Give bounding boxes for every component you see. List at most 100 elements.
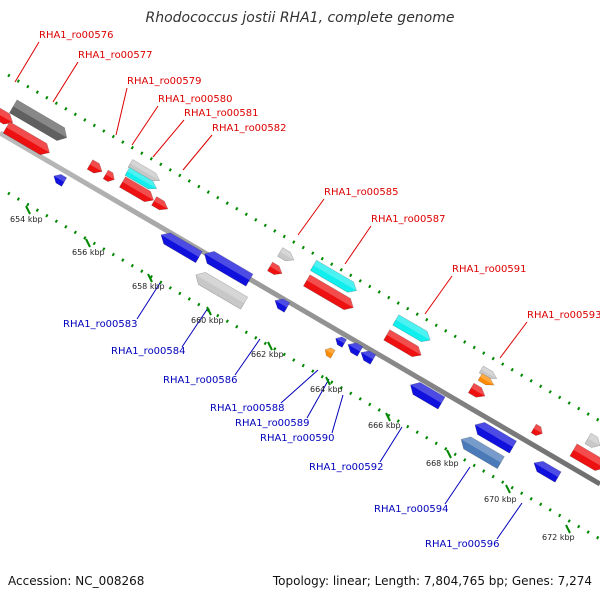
forward-gene-label[interactable]: RHA1_ro00576: [39, 30, 114, 41]
gene-reverse-ro00584b[interactable]: [192, 269, 249, 310]
forward-gene-label[interactable]: RHA1_ro00582: [212, 123, 287, 134]
forward-label-leader: [182, 134, 213, 171]
forward-label-leader: [52, 61, 79, 103]
scale-tick-label: 654 kbp: [10, 215, 43, 224]
gene-reverse-ro00592[interactable]: [407, 379, 446, 410]
gene-forward-orange[interactable]: [477, 373, 496, 389]
scale-tick-label: 670 kbp: [484, 495, 517, 504]
gene-layer: [0, 99, 600, 483]
reverse-gene-label[interactable]: RHA1_ro00592: [309, 462, 384, 473]
reverse-gene-label[interactable]: RHA1_ro00590: [260, 433, 335, 444]
backbone-line: [0, 130, 600, 487]
dotted-guide-lines: [7, 73, 600, 541]
scale-tick-mark: [505, 484, 511, 494]
gene-forward-ro00580[interactable]: [124, 167, 159, 193]
reverse-gene-label[interactable]: RHA1_ro00584: [111, 346, 186, 357]
gene-reverse-ro00583[interactable]: [158, 229, 203, 264]
gene-reverse-ro00584[interactable]: [201, 248, 254, 287]
forward-gene-label[interactable]: RHA1_ro00587: [371, 214, 446, 225]
reverse-label-leader: [280, 369, 319, 404]
accession-text: Accession: NC_008268: [8, 574, 145, 588]
dotted-line-lower: [7, 191, 600, 541]
dotted-line-upper: [7, 73, 600, 423]
scale-tick-label: 662 kbp: [251, 350, 284, 359]
scale-tick-label: 664 kbp: [310, 385, 343, 394]
reverse-label-leader: [234, 338, 261, 376]
scale-tick-mark: [147, 273, 153, 283]
scale-tick-mark: [446, 449, 452, 459]
gene-forward-ro00581[interactable]: [119, 176, 156, 206]
reverse-label-leader: [444, 466, 471, 505]
scale-tick-label: 666 kbp: [368, 421, 401, 430]
gene-labels: RHA1_ro00576RHA1_ro00577RHA1_ro00579RHA1…: [39, 30, 600, 550]
scale-tick-label: 672 kbp: [542, 533, 575, 542]
gene-reverse-a[interactable]: [51, 172, 68, 187]
map-title: Rhodococcus jostii RHA1, complete genome: [145, 10, 455, 26]
forward-label-leader: [14, 41, 40, 83]
gene-reverse-ro00594[interactable]: [471, 419, 517, 454]
gene-forward-ro00585[interactable]: [267, 261, 284, 278]
gene-reverse-ro00590b[interactable]: [358, 348, 377, 365]
label-leaders: [14, 41, 528, 540]
genome-summary-text: Topology: linear; Length: 7,804,765 bp; …: [272, 574, 592, 588]
forward-gene-label[interactable]: RHA1_ro00580: [158, 94, 233, 105]
forward-gene-label[interactable]: RHA1_ro00579: [127, 76, 202, 87]
reverse-gene-label[interactable]: RHA1_ro00588: [210, 403, 285, 414]
reverse-label-leader: [181, 307, 209, 348]
reverse-gene-label[interactable]: RHA1_ro00586: [163, 375, 238, 386]
gene-forward-ro00587[interactable]: [309, 259, 359, 296]
reverse-gene-label[interactable]: RHA1_ro00583: [63, 319, 138, 330]
gene-forward-ro00591[interactable]: [392, 314, 434, 346]
forward-gene-label[interactable]: RHA1_ro00585: [324, 187, 399, 198]
gene-reverse-ro00586[interactable]: [272, 296, 291, 313]
reverse-label-leader: [331, 394, 344, 434]
gene-forward-gray[interactable]: [277, 247, 297, 265]
gene-forward-ro00591b[interactable]: [383, 329, 425, 361]
gene-forward-ro00582[interactable]: [151, 196, 171, 214]
gene-reverse-ro00588[interactable]: [323, 346, 336, 359]
scale-tick-mark: [325, 376, 331, 386]
reverse-label-leader: [379, 426, 403, 463]
gene-forward-e[interactable]: [467, 382, 487, 401]
scale-tick-label: 668 kbp: [426, 459, 459, 468]
forward-label-leader: [499, 321, 528, 359]
scale-tick-mark: [206, 306, 212, 316]
gene-reverse-ro00590[interactable]: [345, 340, 364, 357]
gene-reverse-ro00596[interactable]: [531, 458, 562, 483]
forward-gene-label[interactable]: RHA1_ro00591: [452, 264, 527, 275]
forward-label-leader: [297, 198, 325, 236]
gene-forward-ro00587b[interactable]: [303, 274, 356, 313]
gene-forward-ro00576[interactable]: [9, 99, 70, 144]
forward-label-leader: [424, 275, 453, 315]
gene-forward-1[interactable]: [0, 107, 16, 127]
forward-label-leader: [152, 119, 185, 158]
scale-tick-mark: [565, 524, 571, 534]
reverse-gene-label[interactable]: RHA1_ro00596: [425, 539, 500, 550]
forward-gene-label[interactable]: RHA1_ro00581: [184, 108, 259, 119]
scale-tick-mark: [267, 341, 273, 351]
forward-gene-label[interactable]: RHA1_ro00577: [78, 50, 153, 61]
gene-forward-a[interactable]: [86, 159, 105, 177]
scale-tick-mark: [85, 238, 91, 248]
scale-tick-mark: [385, 412, 391, 422]
reverse-gene-label[interactable]: RHA1_ro00594: [374, 504, 449, 515]
scale-tick-label: 660 kbp: [191, 316, 224, 325]
forward-label-leader: [344, 225, 372, 265]
scale-tick-mark: [25, 205, 31, 215]
reverse-label-leader: [136, 282, 161, 320]
gene-forward-ro00579[interactable]: [127, 159, 162, 185]
reverse-label-leader: [306, 378, 330, 419]
gene-forward-ro00577[interactable]: [2, 121, 53, 158]
gene-forward-g[interactable]: [584, 432, 600, 450]
forward-label-leader: [115, 87, 128, 136]
gene-forward-f[interactable]: [530, 423, 545, 438]
gene-reverse-ro00594b[interactable]: [458, 433, 505, 470]
forward-gene-label[interactable]: RHA1_ro00593: [527, 310, 600, 321]
gene-reverse-ro00589[interactable]: [333, 335, 347, 348]
reverse-label-leader: [496, 502, 523, 540]
reverse-gene-label[interactable]: RHA1_ro00589: [235, 418, 310, 429]
gene-forward-b[interactable]: [102, 169, 117, 184]
forward-label-leader: [131, 105, 159, 146]
